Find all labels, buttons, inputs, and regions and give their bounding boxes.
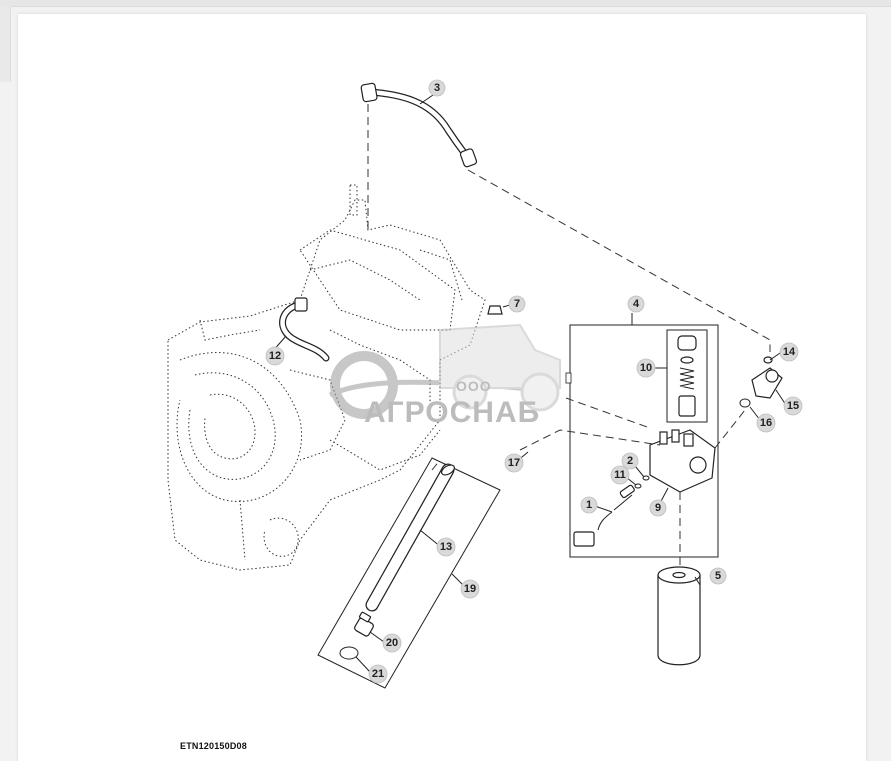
svg-text:16: 16 (760, 417, 772, 429)
callout-20: 20 (382, 633, 402, 653)
callout-3: 3 (428, 79, 446, 97)
callout-14: 14 (779, 342, 799, 362)
dipstick-kit-frame (317, 457, 501, 689)
tube-part-12 (279, 297, 330, 362)
callout-13: 13 (436, 537, 456, 557)
left-panel-edge (0, 6, 11, 82)
svg-text:14: 14 (783, 346, 796, 358)
diagram-sheet: 1 2 3 4 5 7 9 10 11 12 13 14 15 16 17 19… (18, 14, 866, 761)
svg-text:10: 10 (640, 362, 652, 374)
transmission-housing (167, 184, 486, 571)
callout-4: 4 (627, 295, 645, 313)
svg-text:19: 19 (464, 583, 476, 595)
watermark-brand: АГРОСНАБ (364, 396, 541, 429)
callout-17: 17 (504, 453, 524, 473)
callout-15: 15 (783, 396, 803, 416)
svg-text:13: 13 (440, 541, 452, 553)
svg-text:15: 15 (787, 400, 799, 412)
callout-19: 19 (460, 579, 480, 599)
callout-9: 9 (649, 499, 667, 517)
svg-text:4: 4 (633, 298, 640, 310)
elbow-fitting-parts (739, 356, 783, 408)
watermark-company: ООО (456, 378, 492, 394)
watermark-logo (328, 323, 561, 419)
callout-12: 12 (265, 346, 285, 366)
callout-16: 16 (756, 413, 776, 433)
hose-part-3 (360, 82, 478, 168)
svg-text:21: 21 (372, 668, 384, 680)
callout-5: 5 (709, 567, 727, 585)
callout-2: 2 (621, 452, 639, 470)
svg-text:12: 12 (269, 350, 281, 362)
svg-text:1: 1 (586, 499, 592, 511)
callout-11: 11 (610, 465, 630, 485)
top-bar (0, 0, 891, 7)
callout-7: 7 (508, 295, 526, 313)
svg-text:3: 3 (434, 82, 440, 94)
callout-21: 21 (368, 664, 388, 684)
svg-text:20: 20 (386, 637, 398, 649)
filter-head-kit-frame (565, 313, 719, 558)
svg-text:7: 7 (514, 298, 520, 310)
svg-text:9: 9 (655, 502, 661, 514)
svg-text:11: 11 (614, 469, 626, 481)
figure-id: ETN120150D08 (180, 741, 247, 751)
cap-part-7 (487, 304, 511, 315)
svg-text:5: 5 (715, 570, 721, 582)
svg-text:17: 17 (508, 457, 520, 469)
svg-text:2: 2 (627, 455, 633, 467)
exploded-parts-diagram: 1 2 3 4 5 7 9 10 11 12 13 14 15 16 17 19… (167, 79, 803, 689)
callout-10: 10 (636, 358, 656, 378)
filter-cartridge-part-5 (657, 566, 701, 666)
callout-1: 1 (580, 496, 598, 514)
